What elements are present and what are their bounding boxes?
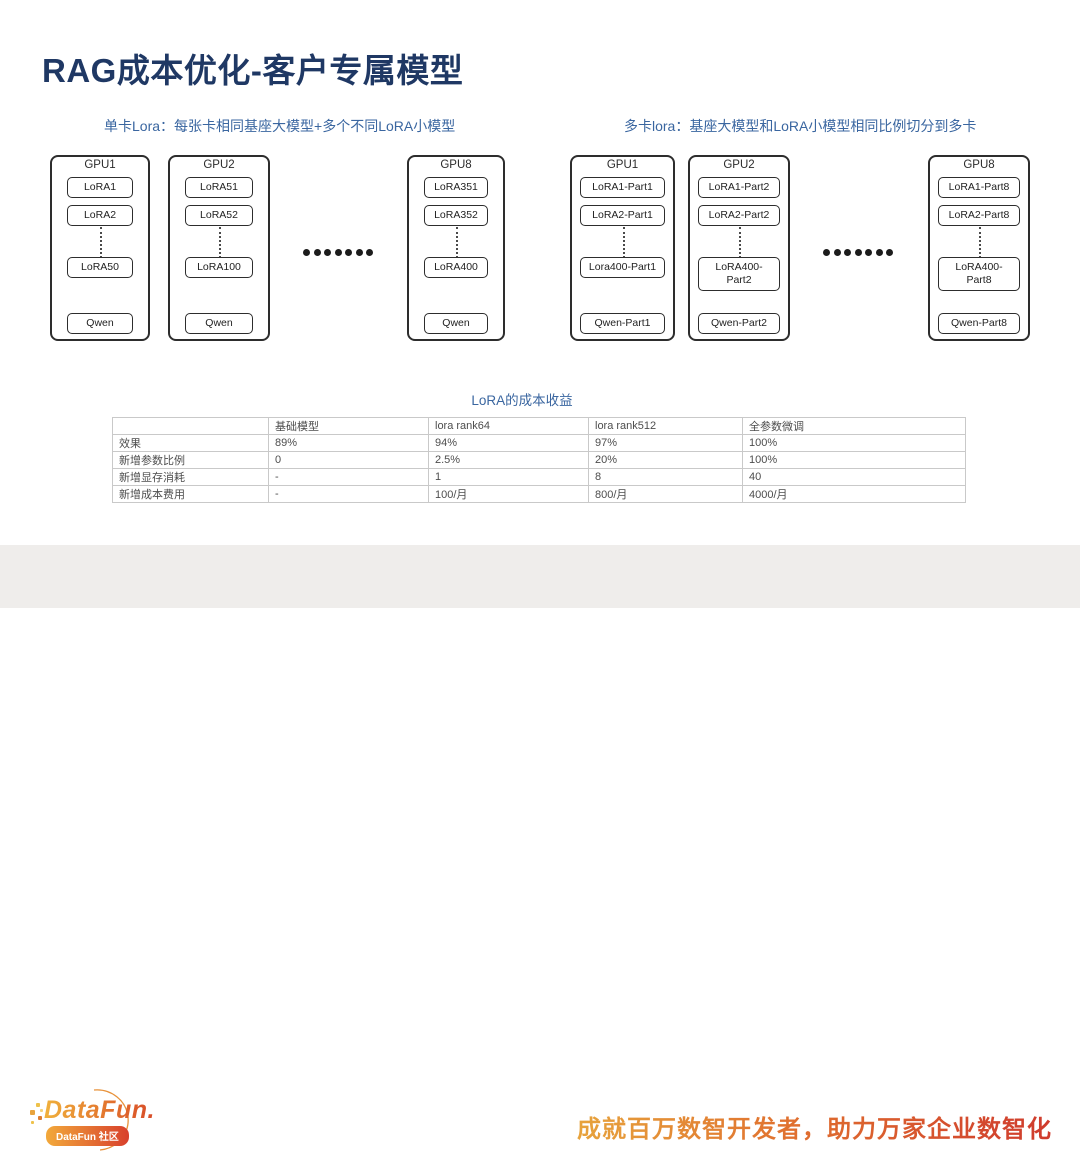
cell-red-value: 100/月 — [428, 485, 589, 503]
gpu-name: GPU2 — [203, 159, 235, 171]
lora-part-box: LoRA2-Part2 — [698, 205, 780, 227]
confetti-decoration — [36, 1103, 40, 1107]
cell: 100% — [742, 451, 966, 469]
confetti-decoration — [31, 1121, 34, 1124]
right-gpu2-card: GPU2 LoRA1-Part2 LoRA2-Part2 LoRA400- Pa… — [688, 155, 790, 341]
confetti-decoration — [38, 1116, 42, 1120]
table-row: 新增显存消耗 - 1 8 40 — [112, 468, 966, 486]
lora-box: LoRA1 — [67, 177, 133, 199]
header-cell: 基础模型 — [268, 417, 429, 435]
single-card-lora-caption: 单卡Lora：每张卡相同基座大模型+多个不同LoRA小模型 — [104, 118, 456, 134]
row-label: 新增成本费用 — [112, 485, 269, 503]
table-title: LoRA的成本收益 — [471, 393, 573, 408]
footer-bar: DataFun. DataFun 社区 成就百万数智开发者，助力万家企业数智化 — [0, 545, 1080, 1151]
base-model-box: Qwen — [424, 313, 488, 335]
multi-card-lora-caption: 多卡lora：基座大模型和LoRA小模型相同比例切分到多卡 — [624, 118, 977, 134]
cost-benefit-table: 基础模型 lora rank64 lora rank512 全参数微调 效果 8… — [112, 417, 966, 503]
dotted-connector — [219, 227, 221, 258]
lora-box: LoRA52 — [185, 205, 253, 227]
base-model-box: Qwen-Part2 — [698, 313, 780, 335]
dotted-connector — [979, 227, 981, 258]
datafun-logo: DataFun. — [44, 1096, 155, 1124]
row-label: 新增显存消耗 — [112, 468, 269, 486]
right-gpu8-card: GPU8 LoRA1-Part8 LoRA2-Part8 LoRA400- Pa… — [928, 155, 1030, 341]
lora-box: LoRA50 — [67, 257, 133, 279]
gpu-name: GPU2 — [723, 159, 755, 171]
cell: 8 — [588, 468, 743, 486]
cell: - — [268, 468, 429, 486]
dotted-connector — [622, 227, 625, 258]
base-model-box: Qwen-Part1 — [580, 313, 665, 335]
dotted-connector — [739, 227, 741, 258]
cell: - — [268, 485, 429, 503]
page-title: RAG成本优化-客户专属模型 — [42, 52, 464, 89]
left-gpu1-card: GPU1 LoRA1 LoRA2 LoRA50 Qwen — [50, 155, 150, 341]
dotted-connector — [100, 227, 102, 258]
cell: 40 — [742, 468, 966, 486]
cell: 89% — [268, 434, 429, 452]
table-header-row: 基础模型 lora rank64 lora rank512 全参数微调 — [112, 417, 966, 435]
table-row: 新增成本费用 - 100/月 800/月 4000/月 — [112, 485, 966, 503]
lora-box: LoRA2 — [67, 205, 133, 227]
base-model-box: Qwen — [67, 313, 133, 335]
dotted-connector — [456, 227, 458, 258]
header-cell: lora rank512 — [588, 417, 743, 435]
lora-part-box: LoRA400- Part2 — [698, 257, 780, 292]
confetti-decoration — [30, 1110, 35, 1115]
lora-part-box: LoRA1-Part1 — [580, 177, 665, 199]
gpu-name: GPU8 — [963, 159, 995, 171]
gpu-name: GPU8 — [440, 159, 472, 171]
lora-part-box: Lora400-Part1 — [580, 257, 665, 279]
table-row: 效果 89% 94% 97% 100% — [112, 434, 966, 452]
table-row: 新增参数比例 0 2.5% 20% 100% — [112, 451, 966, 469]
header-cell: lora rank64 — [428, 417, 589, 435]
ellipsis-dots — [303, 249, 373, 256]
datafun-community-badge: DataFun 社区 — [46, 1126, 129, 1146]
lora-box: LoRA400 — [424, 257, 488, 279]
header-cell — [112, 417, 269, 435]
lora-part-box: LoRA400- Part8 — [938, 257, 1020, 292]
lora-part-box: LoRA2-Part1 — [580, 205, 665, 227]
cell: 94% — [428, 434, 589, 452]
lora-box: LoRA351 — [424, 177, 488, 199]
gpu-name: GPU1 — [84, 159, 116, 171]
lora-part-box: LoRA1-Part8 — [938, 177, 1020, 199]
footer-slogan: 成就百万数智开发者，助力万家企业数智化 — [577, 1109, 1052, 1144]
base-model-box: Qwen — [185, 313, 253, 335]
right-gpu1-card: GPU1 LoRA1-Part1 LoRA2-Part1 Lora400-Par… — [570, 155, 675, 341]
row-label: 效果 — [112, 434, 269, 452]
lora-box: LoRA100 — [185, 257, 253, 279]
lora-part-box: LoRA1-Part2 — [698, 177, 780, 199]
header-cell: 全参数微调 — [742, 417, 966, 435]
lora-box: LoRA352 — [424, 205, 488, 227]
cell: 0 — [268, 451, 429, 469]
gpu-name: GPU1 — [606, 159, 639, 171]
cell: 97% — [588, 434, 743, 452]
ellipsis-dots — [823, 249, 893, 256]
cell: 800/月 — [588, 485, 743, 503]
left-gpu8-card: GPU8 LoRA351 LoRA352 LoRA400 Qwen — [407, 155, 505, 341]
cell: 1 — [428, 468, 589, 486]
row-label: 新增参数比例 — [112, 451, 269, 469]
base-model-box: Qwen-Part8 — [938, 313, 1020, 335]
lora-part-box: LoRA2-Part8 — [938, 205, 1020, 227]
cell: 20% — [588, 451, 743, 469]
cell-red-value: 4000/月 — [742, 485, 966, 503]
cell: 100% — [742, 434, 966, 452]
left-gpu2-card: GPU2 LoRA51 LoRA52 LoRA100 Qwen — [168, 155, 270, 341]
confetti-decoration — [40, 1109, 43, 1112]
lora-box: LoRA51 — [185, 177, 253, 199]
cell: 2.5% — [428, 451, 589, 469]
